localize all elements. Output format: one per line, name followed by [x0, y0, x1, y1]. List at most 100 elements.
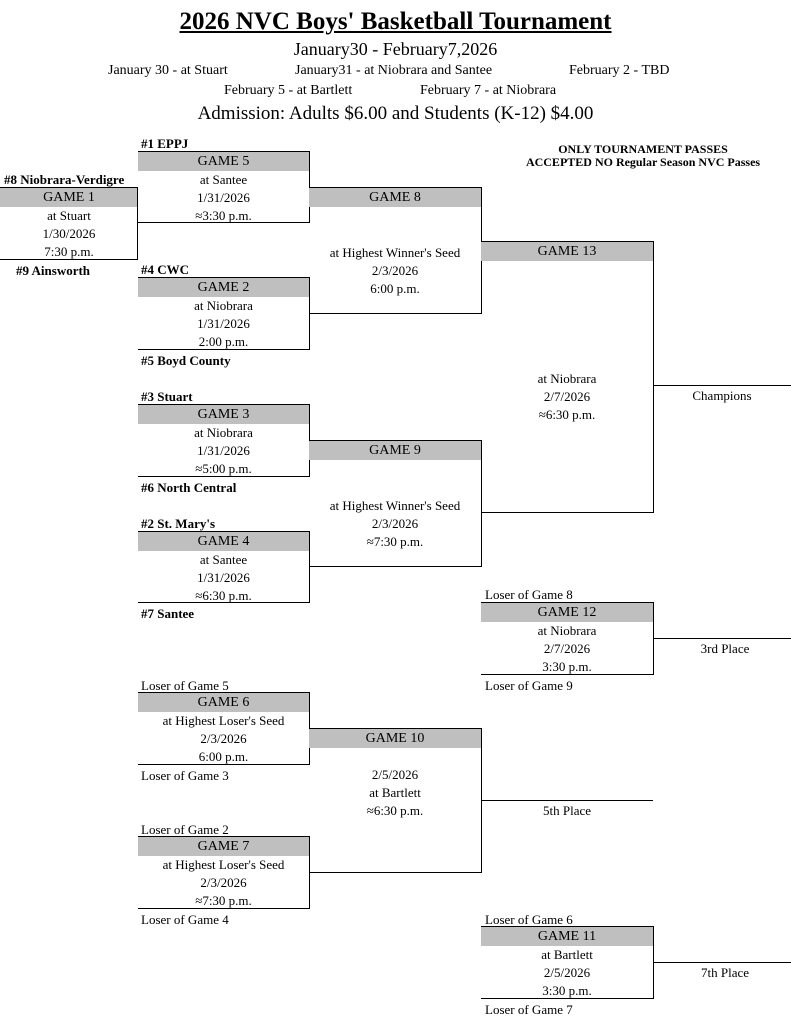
game-time: ≈6:30 p.m. [195, 588, 252, 603]
bracket-line [138, 404, 309, 405]
bracket-line [481, 440, 482, 567]
game-time: 6:00 p.m. [198, 749, 249, 764]
schedule-item: January31 - at Niobrara and Santee [295, 63, 493, 78]
game-site: at Highest Loser's Seed [162, 857, 285, 872]
game-site: at Santee [199, 172, 248, 187]
team-seed-4: #4 CWC [141, 262, 190, 277]
bracket-line [138, 476, 309, 477]
bracket-line [309, 440, 481, 441]
bracket-line [138, 151, 309, 152]
bracket-line [481, 674, 653, 675]
game-label: GAME 8 [309, 188, 481, 207]
game-time: 7:30 p.m. [44, 244, 94, 259]
bracket-line [138, 349, 309, 350]
game-date: 2/3/2026 [200, 731, 247, 746]
team-seed-2: #2 St. Mary's [141, 516, 216, 531]
game-label: GAME 12 [481, 603, 653, 622]
game-7-box: GAME 7 at Highest Loser's Seed 2/3/2026 … [138, 837, 309, 910]
loser-game-4: Loser of Game 4 [141, 912, 229, 927]
schedule-item: February 7 - at Niobrara [420, 83, 557, 98]
game-time: ≈6:30 p.m. [538, 407, 596, 422]
bracket-line [481, 602, 653, 603]
game-8-details: at Highest Winner's Seed 2/3/2026 6:00 p… [309, 244, 481, 298]
bracket-line [481, 800, 653, 801]
game-time: ≈3:30 p.m. [195, 208, 252, 223]
passes-notice-line2: ACCEPTED NO Regular Season NVC Passes [525, 155, 761, 169]
game-site: at Bartlett [369, 785, 421, 800]
bracket-line [653, 385, 791, 386]
bracket-line [138, 222, 309, 223]
game-date: 1/30/2026 [42, 226, 96, 241]
bracket-line [0, 187, 138, 188]
bracket-line [138, 764, 309, 765]
game-label: GAME 4 [138, 532, 309, 551]
loser-game-7: Loser of Game 7 [485, 1002, 573, 1017]
game-site: at Niobrara [537, 623, 597, 638]
loser-game-5: Loser of Game 5 [141, 678, 229, 693]
game-label: GAME 3 [138, 405, 309, 424]
seventh-place-label: 7th Place [700, 965, 749, 980]
game-9-details: at Highest Winner's Seed 2/3/2026 ≈7:30 … [309, 497, 481, 551]
game-site: at Niobrara [194, 425, 253, 440]
admission-prices: Admission: Adults $6.00 and Students (K-… [197, 103, 594, 124]
game-date: 2/7/2026 [543, 641, 591, 656]
bracket-line [138, 836, 309, 837]
game-site: at Highest Loser's Seed [162, 713, 285, 728]
passes-notice: ONLY TOURNAMENT PASSES ACCEPTED NO Regul… [500, 143, 786, 169]
game-site: at Bartlett [541, 947, 593, 962]
bracket-line [481, 241, 653, 242]
bracket-line [309, 313, 481, 314]
game-time: 6:00 p.m. [370, 281, 420, 296]
game-13-box: GAME 13 [481, 242, 653, 261]
passes-notice-line1: ONLY TOURNAMENT PASSES [558, 142, 728, 156]
game-4-box: GAME 4 at Santee 1/31/2026 ≈6:30 p.m. [138, 532, 309, 605]
game-date: 2/7/2026 [543, 389, 591, 404]
team-seed-1: #1 EPPJ [141, 136, 189, 151]
team-seed-6: #6 North Central [141, 480, 237, 495]
bracket-line [138, 692, 309, 693]
bracket-line [138, 602, 309, 603]
game-label: GAME 13 [481, 242, 653, 261]
schedule-item: February 5 - at Bartlett [224, 83, 353, 98]
bracket-line [481, 998, 653, 999]
bracket-line [137, 187, 138, 260]
game-date: 2/3/2026 [200, 875, 247, 890]
game-label: GAME 9 [309, 441, 481, 460]
bracket-line [481, 926, 653, 927]
game-label: GAME 5 [138, 152, 309, 171]
bracket-line [309, 872, 481, 873]
team-seed-3: #3 Stuart [141, 389, 193, 404]
game-time: ≈7:30 p.m. [195, 893, 252, 908]
loser-game-8: Loser of Game 8 [485, 587, 573, 602]
game-date: 2/3/2026 [371, 263, 419, 278]
game-date: 1/31/2026 [197, 570, 250, 585]
loser-game-3: Loser of Game 3 [141, 768, 229, 783]
game-6-box: GAME 6 at Highest Loser's Seed 2/3/2026 … [138, 693, 309, 766]
fifth-place-label: 5th Place [542, 803, 591, 818]
bracket-line [309, 728, 481, 729]
game-label: GAME 2 [138, 278, 309, 297]
loser-game-6: Loser of Game 6 [485, 912, 573, 927]
loser-game-2: Loser of Game 2 [141, 822, 229, 837]
game-site: at Highest Winner's Seed [329, 245, 461, 260]
team-seed-7: #7 Santee [141, 606, 195, 621]
bracket-line [653, 962, 791, 963]
game-label: GAME 11 [481, 927, 653, 946]
game-5-box: GAME 5 at Santee 1/31/2026 ≈3:30 p.m. [138, 152, 309, 225]
tournament-dates: January30 - February7,2026 [293, 39, 498, 59]
game-label: GAME 10 [309, 729, 481, 748]
game-date: 1/31/2026 [197, 443, 250, 458]
game-time: ≈5:00 p.m. [195, 461, 252, 476]
game-time: 2:00 p.m. [198, 334, 249, 349]
bracket-line [138, 277, 309, 278]
bracket-line [481, 512, 653, 513]
game-site: at Highest Winner's Seed [329, 498, 461, 513]
game-3-box: GAME 3 at Niobrara 1/31/2026 ≈5:00 p.m. [138, 405, 309, 478]
game-site: at Santee [199, 552, 248, 567]
bracket-line [653, 638, 791, 639]
bracket-line [309, 566, 481, 567]
game-9-box: GAME 9 [309, 441, 481, 460]
bracket-line [309, 531, 310, 603]
bracket-line [138, 531, 309, 532]
game-site: at Niobrara [537, 371, 597, 386]
